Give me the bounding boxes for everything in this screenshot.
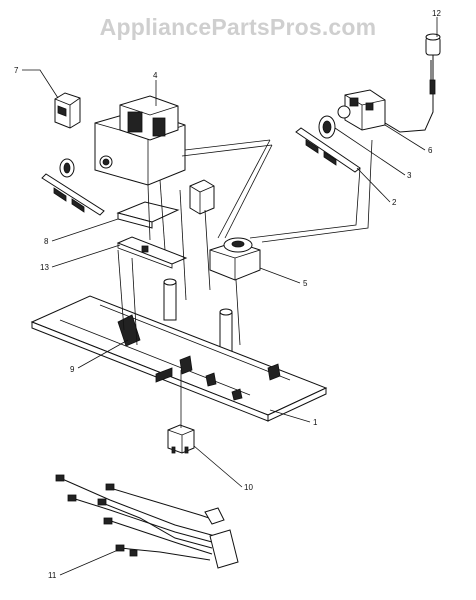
callout-9: 9 bbox=[70, 365, 75, 374]
part-6-capillary bbox=[379, 94, 434, 133]
part-12-sensor[interactable] bbox=[425, 33, 441, 95]
part-4-housing[interactable] bbox=[94, 95, 273, 186]
watermark: AppliancePartsPros.com bbox=[99, 14, 377, 40]
tube-left bbox=[163, 278, 177, 321]
callout-12: 12 bbox=[432, 9, 441, 18]
part-5-timer[interactable] bbox=[209, 237, 261, 281]
part-13-strip[interactable] bbox=[116, 236, 188, 269]
alignment-lines bbox=[117, 139, 373, 428]
callout-2: 2 bbox=[392, 198, 397, 207]
part-7-cap[interactable] bbox=[54, 92, 81, 129]
part-3-knob[interactable] bbox=[318, 115, 336, 139]
part-8-pad[interactable] bbox=[116, 201, 180, 229]
callout-8: 8 bbox=[44, 237, 49, 246]
left-bracket[interactable] bbox=[41, 173, 105, 216]
callout-11: 11 bbox=[48, 571, 57, 580]
callout-6: 6 bbox=[428, 146, 433, 155]
callout-5: 5 bbox=[303, 279, 308, 288]
left-knob[interactable] bbox=[59, 158, 75, 178]
leader-lines bbox=[22, 17, 438, 576]
part-11-wire-harness[interactable] bbox=[55, 474, 239, 569]
part-1-base-plate[interactable] bbox=[30, 295, 328, 422]
clip-part[interactable] bbox=[189, 179, 215, 215]
part-10-switch[interactable] bbox=[167, 424, 195, 454]
tube-right bbox=[219, 308, 233, 353]
callout-4: 4 bbox=[153, 71, 158, 80]
part-6-thermostat[interactable] bbox=[337, 89, 386, 131]
callout-3: 3 bbox=[407, 171, 412, 180]
callout-7: 7 bbox=[14, 66, 19, 75]
callout-10: 10 bbox=[244, 483, 253, 492]
callout-1: 1 bbox=[313, 418, 318, 427]
callout-13: 13 bbox=[40, 263, 49, 272]
